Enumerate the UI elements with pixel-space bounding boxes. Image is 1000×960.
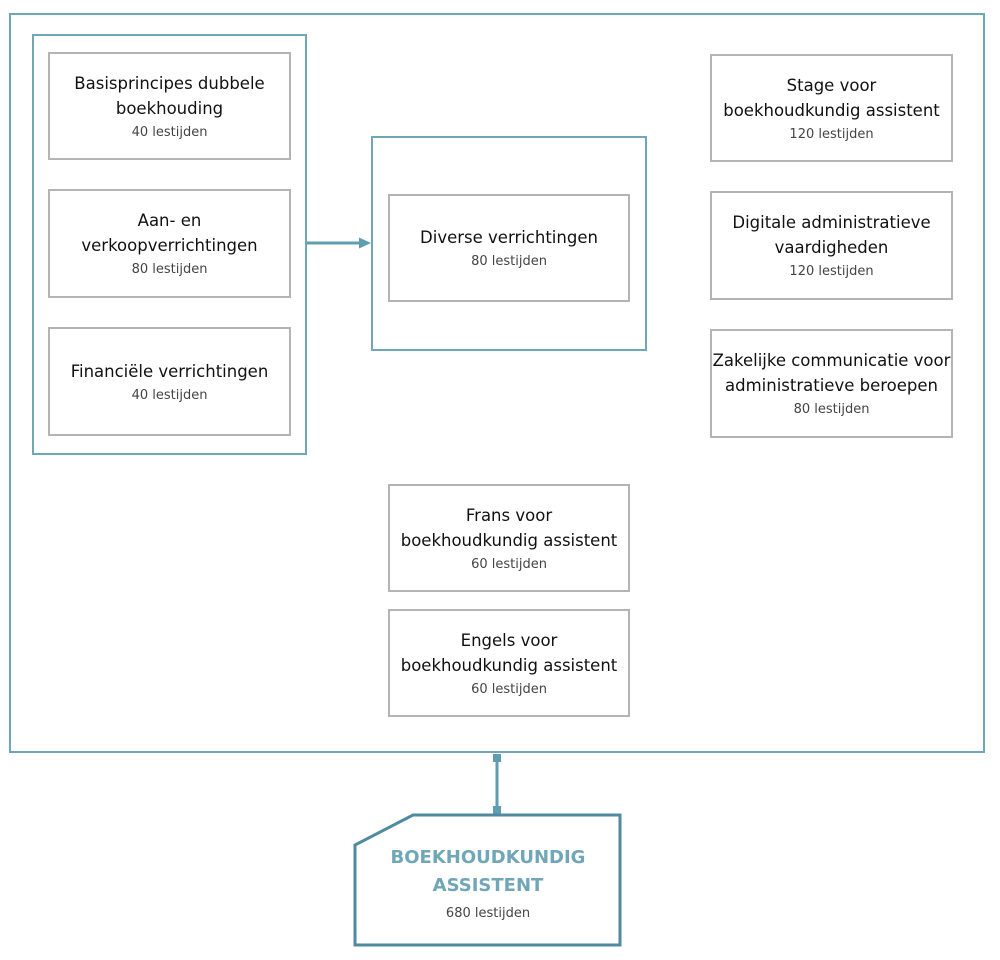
module-title: Stage voor boekhoudkundig assistent bbox=[723, 75, 940, 120]
module-title: Diverse verrichtingen bbox=[420, 228, 598, 247]
module-hours: 60 lestijden bbox=[471, 681, 547, 697]
module-title: Engels voor boekhoudkundig assistent bbox=[400, 630, 618, 675]
qualification-hours: 680 lestijden bbox=[445, 906, 531, 921]
module-basisprincipes: Basisprincipes dubbele boekhouding 40 le… bbox=[48, 52, 291, 160]
module-stage: Stage voor boekhoudkundig assistent 120 … bbox=[710, 54, 953, 162]
module-engels: Engels voor boekhoudkundig assistent 60 … bbox=[388, 609, 630, 717]
module-aan-verkoop: Aan- en verkoopverrichtingen 80 lestijde… bbox=[48, 189, 291, 298]
module-hours: 120 lestijden bbox=[789, 264, 874, 279]
module-hours: 80 lestijden bbox=[793, 402, 870, 417]
module-title: Digitale administratieve vaardigheden bbox=[732, 213, 931, 257]
module-digitale: Digitale administratieve vaardigheden 12… bbox=[710, 191, 953, 300]
result-card-outline bbox=[353, 813, 622, 947]
module-title: Frans voor boekhoudkundig assistent bbox=[400, 505, 618, 550]
module-zakelijke: Zakelijke communicatie voor administrati… bbox=[710, 329, 953, 438]
prerequisite-module-group bbox=[32, 34, 307, 455]
training-program-container bbox=[9, 13, 985, 753]
module-financiele: Financiële verrichtingen 40 lestijden bbox=[48, 327, 291, 436]
module-hours: 80 lestijden bbox=[471, 254, 547, 269]
module-frans: Frans voor boekhoudkundig assistent 60 l… bbox=[388, 484, 630, 592]
module-hours: 40 lestijden bbox=[131, 387, 208, 403]
follow-up-module-group bbox=[371, 136, 647, 351]
module-title: Zakelijke communicatie voor administrati… bbox=[712, 351, 951, 395]
module-title: Financiële verrichtingen bbox=[70, 361, 269, 381]
module-hours: 80 lestijden bbox=[131, 262, 208, 277]
module-hours: 120 lestijden bbox=[789, 126, 874, 142]
module-hours: 40 lestijden bbox=[131, 124, 208, 140]
qualification-card: BOEKHOUDKUNDIG ASSISTENT 680 lestijden bbox=[355, 815, 621, 946]
result-connector bbox=[493, 754, 501, 814]
module-diverse: Diverse verrichtingen 80 lestijden bbox=[388, 194, 630, 302]
qualification-title: BOEKHOUDKUNDIG ASSISTENT bbox=[390, 847, 586, 896]
module-hours: 60 lestijden bbox=[471, 556, 547, 572]
module-title: Basisprincipes dubbele boekhouding bbox=[74, 73, 265, 118]
module-title: Aan- en verkoopverrichtingen bbox=[81, 211, 258, 255]
group-arrow bbox=[307, 237, 371, 249]
